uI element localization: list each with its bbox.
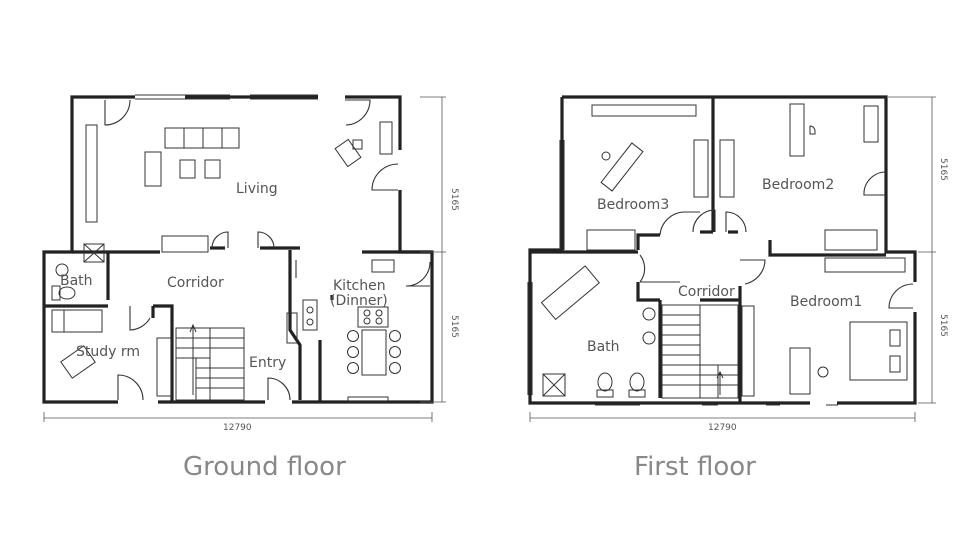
- room-label-dinner: (Dinner): [330, 293, 388, 309]
- first-floor-dimension-lines: [529, 96, 936, 422]
- dimension-width-ground: 12790: [223, 423, 252, 433]
- ground-floor-furniture: [51, 121, 401, 402]
- first-floor-doors: [639, 171, 914, 309]
- room-label-bedroom1: Bedroom1: [790, 294, 862, 310]
- ground-floor-caption: Ground floor: [183, 452, 346, 482]
- room-label-kitchen: Kitchen: [333, 278, 386, 294]
- dimension-lower-ground: 5165: [449, 315, 459, 338]
- room-label-bedroom2: Bedroom2: [762, 177, 834, 193]
- room-label-corridor: Corridor: [167, 275, 224, 291]
- dimension-upper-first: 5165: [938, 158, 948, 181]
- first-floor-plan: [527, 95, 936, 422]
- room-label-bath: Bath: [60, 273, 93, 289]
- room-label-corridor-first: Corridor: [678, 284, 735, 300]
- room-label-entry: Entry: [249, 355, 286, 371]
- room-label-living: Living: [236, 181, 278, 197]
- first-floor-outer-walls: [527, 95, 917, 406]
- room-label-bath-first: Bath: [587, 339, 620, 355]
- dimension-width-first: 12790: [708, 423, 737, 433]
- first-floor-caption: First floor: [634, 452, 756, 482]
- room-label-bedroom3: Bedroom3: [597, 197, 669, 213]
- dimension-lower-first: 5165: [938, 314, 948, 337]
- first-floor-furniture: [540, 103, 908, 399]
- ground-floor-doors: [104, 99, 431, 401]
- dimension-upper-ground: 5165: [449, 188, 459, 211]
- first-floor-interior-walls: [530, 97, 886, 403]
- ground-floor-dimension-lines: [43, 96, 446, 422]
- ground-floor-plan: [42, 94, 446, 422]
- room-label-study: Study rm: [76, 344, 140, 360]
